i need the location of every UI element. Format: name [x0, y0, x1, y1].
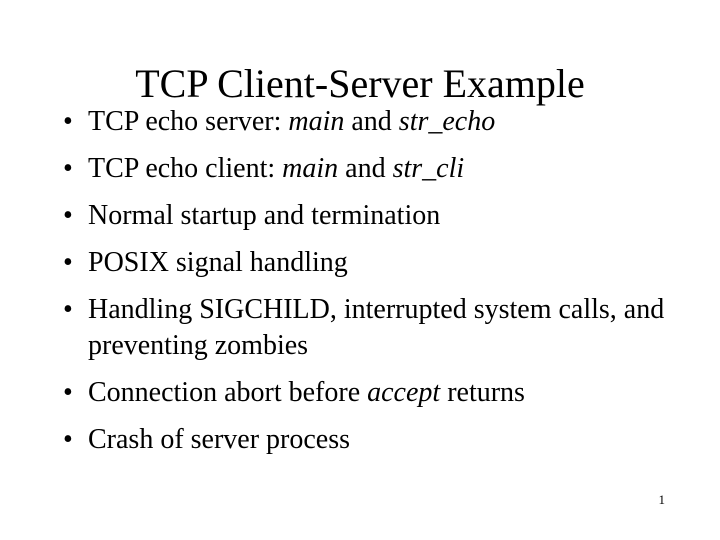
bullet-text: POSIX signal handling: [88, 245, 658, 281]
bullet-point-icon: •: [63, 106, 73, 137]
bullet-text: Crash of server process: [88, 422, 658, 458]
text-run: TCP echo server:: [88, 106, 289, 137]
bullet-text: TCP echo client: main and str_cli: [88, 151, 658, 187]
text-run: Normal startup and termination: [88, 200, 441, 231]
bullet-item-connection-abort: • Connection abort before accept returns: [58, 375, 658, 411]
emphasized-term: str_echo: [398, 106, 496, 137]
emphasized-term: main: [288, 106, 345, 137]
page-number: 1: [658, 492, 666, 507]
slide-title: TCP Client-Server Example: [135, 60, 585, 106]
emphasized-term: accept: [367, 377, 441, 408]
bullet-point-icon: •: [63, 200, 73, 231]
bullet-item-tcp-echo-server: • TCP echo server: main and str_echo: [58, 104, 658, 140]
bullet-item-posix-signal-handling: • POSIX signal handling: [58, 245, 658, 281]
emphasized-term: str_cli: [392, 153, 465, 184]
bullet-text: Handling SIGCHILD, interrupted system ca…: [88, 292, 678, 364]
text-run: Connection abort before: [88, 377, 368, 408]
bullet-list: • TCP echo server: main and str_echo • TCP …: [58, 104, 664, 458]
bullet-text: Connection abort before accept returns: [88, 375, 658, 411]
text-run: returns: [440, 377, 525, 408]
bullet-point-icon: •: [63, 247, 73, 278]
bullet-point-icon: •: [63, 424, 73, 455]
bullet-item-normal-startup-termination: • Normal startup and termination: [58, 198, 658, 234]
text-run: and: [344, 106, 399, 137]
bullet-point-icon: •: [63, 153, 73, 184]
bullet-point-icon: •: [63, 294, 73, 325]
bullet-point-icon: •: [63, 377, 73, 408]
bullet-text: TCP echo server: main and str_echo: [88, 104, 658, 140]
bullet-text: Normal startup and termination: [88, 198, 658, 234]
bullet-item-tcp-echo-client: • TCP echo client: main and str_cli: [58, 151, 658, 187]
text-run: Crash of server process: [88, 424, 351, 455]
text-run: Handling SIGCHILD, interrupted system ca…: [88, 294, 665, 361]
emphasized-term: main: [282, 153, 339, 184]
bullet-item-handling-sigchild: • Handling SIGCHILD, interrupted system c…: [58, 292, 678, 364]
text-run: and: [338, 153, 393, 184]
bullet-item-crash-of-server-process: • Crash of server process: [58, 422, 658, 458]
text-run: POSIX signal handling: [88, 247, 348, 278]
text-run: TCP echo client:: [88, 153, 283, 184]
